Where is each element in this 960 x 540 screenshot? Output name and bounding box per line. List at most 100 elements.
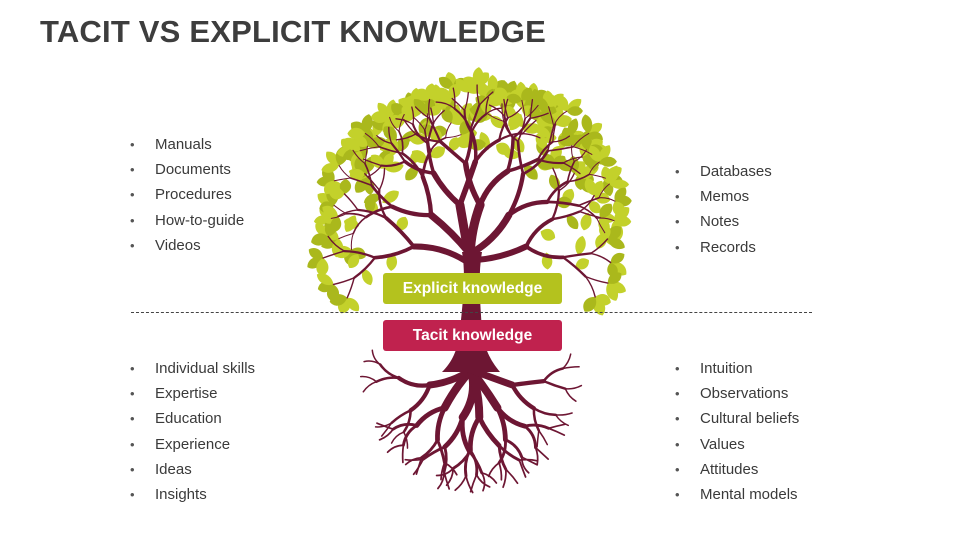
root-stroke (542, 367, 565, 383)
branch-stroke (376, 135, 393, 145)
root-stroke (371, 349, 382, 366)
list-item: Databases (675, 159, 772, 184)
leaf-shape (316, 258, 329, 277)
list-item: Manuals (130, 132, 244, 157)
branch-stroke (596, 217, 606, 234)
branch-stroke (463, 91, 469, 112)
leaf-shape (439, 76, 454, 89)
leaf-shape (580, 131, 592, 150)
root-stroke (454, 475, 467, 492)
leaf-shape (364, 196, 376, 214)
leaf-shape (349, 169, 365, 181)
branch-stroke (429, 136, 447, 152)
root-stroke (451, 449, 472, 470)
leaf-shape (330, 216, 342, 233)
branch-stroke (498, 116, 509, 142)
root-stroke (442, 414, 466, 450)
branch-stroke (485, 96, 490, 115)
root-stroke (440, 461, 446, 481)
branch-stroke (598, 197, 616, 202)
branch-stroke (506, 199, 550, 218)
branch-stroke (477, 168, 511, 208)
root-stroke (437, 470, 445, 490)
root-stroke (554, 414, 570, 427)
leaf-shape (326, 284, 339, 302)
leaf-shape (566, 215, 579, 230)
branch-stroke (343, 249, 377, 259)
leaf-shape (435, 87, 453, 100)
root-stroke (435, 405, 447, 443)
root-stroke (475, 473, 491, 488)
leaf-shape (476, 82, 490, 98)
branch-stroke (545, 180, 569, 204)
root-stroke (554, 412, 573, 416)
branch-stroke (596, 217, 615, 222)
leaf-shape (339, 178, 352, 194)
branch-stroke (378, 188, 388, 220)
branch-stroke (438, 139, 468, 166)
branch-stroke (421, 149, 433, 179)
root-stroke (523, 424, 537, 449)
branch-stroke (551, 189, 561, 221)
root-stroke (404, 458, 425, 462)
root-stroke (379, 363, 401, 380)
list-item: Values (675, 432, 799, 457)
leaf-shape (321, 163, 340, 173)
root-stroke (376, 422, 394, 431)
leaf-shape (413, 99, 428, 114)
branch-stroke (529, 112, 549, 119)
branch-stroke (346, 277, 355, 299)
root-stroke (503, 438, 524, 459)
branch-stroke (330, 213, 347, 219)
leaf-shape (614, 207, 630, 221)
explicit-right-list: Databases Memos Notes Records (675, 159, 772, 260)
branch-stroke (507, 107, 523, 119)
branch-stroke (566, 160, 576, 183)
leaf-shape (347, 254, 360, 268)
branch-stroke (546, 125, 555, 152)
root-stroke (520, 456, 539, 466)
branch-stroke (389, 116, 400, 132)
ground-divider (131, 312, 812, 313)
branch-stroke (572, 146, 593, 155)
branch-stroke (529, 99, 534, 119)
branch-stroke (432, 109, 445, 124)
branch-stroke (551, 210, 581, 221)
list-item: Insights (130, 482, 255, 507)
root-stroke (532, 407, 541, 432)
tree-branches (322, 84, 616, 299)
branch-stroke (502, 120, 519, 143)
leaf-shape (601, 166, 613, 184)
root-stroke (547, 423, 567, 430)
branch-stroke (478, 91, 494, 106)
root-stroke (391, 422, 419, 431)
root-stroke (495, 405, 508, 443)
root-stroke (467, 414, 482, 454)
branch-stroke (378, 145, 404, 155)
branch-stroke (356, 208, 388, 220)
branch-stroke (524, 244, 565, 260)
leaf-shape (361, 114, 373, 134)
branch-stroke (552, 123, 557, 143)
leaf-shape (575, 258, 589, 270)
tree-leaves (307, 67, 632, 316)
leaf-shape (607, 226, 622, 240)
leaf-shape (588, 145, 601, 162)
branch-stroke (337, 209, 359, 218)
list-item: Videos (130, 233, 244, 258)
leaf-shape (607, 272, 622, 284)
branch-stroke (573, 149, 587, 163)
branch-stroke (410, 243, 467, 263)
branch-stroke (423, 129, 432, 152)
leaf-shape (509, 114, 523, 131)
branch-stroke (353, 256, 377, 279)
root-stroke (480, 471, 498, 484)
branch-stroke (590, 252, 612, 264)
leaf-shape (566, 106, 583, 116)
branch-stroke (424, 113, 429, 131)
root-stroke (510, 382, 536, 411)
root-stroke (386, 444, 405, 454)
root-stroke (534, 446, 539, 466)
root-stroke (442, 445, 448, 474)
